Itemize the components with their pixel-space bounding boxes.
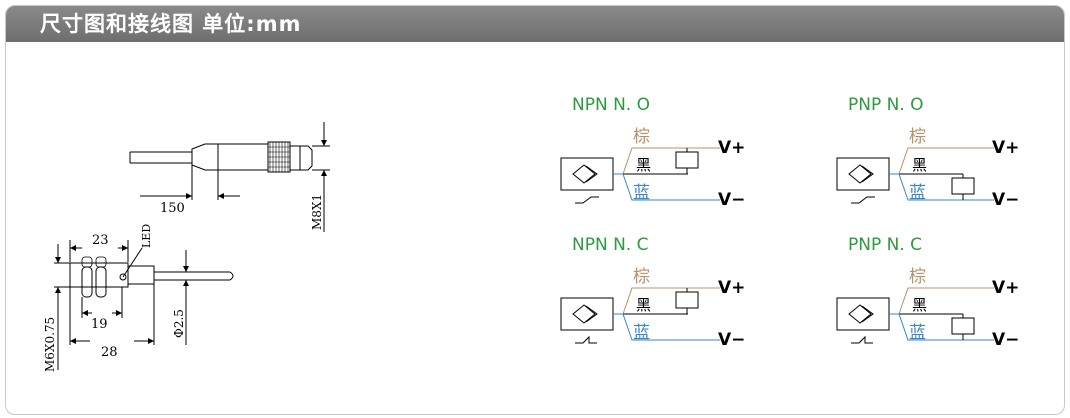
blue-label: 蓝	[633, 323, 650, 343]
vplus-label: V+	[992, 278, 1019, 298]
m8-thread-label: M8X1	[310, 194, 324, 230]
blue-label: 蓝	[909, 183, 926, 203]
top-length-label: 150	[160, 201, 185, 216]
load-symbol	[951, 317, 975, 335]
brown-wire	[613, 287, 720, 315]
vminus-label: V−	[992, 190, 1019, 210]
vplus-label: V+	[992, 138, 1019, 158]
blue-wire	[613, 173, 720, 201]
wiring-pnp-nc: PNP N. C 棕 黑 蓝 V+ V−	[836, 235, 1019, 350]
top-connector-view	[129, 122, 330, 232]
black-label: 黑	[636, 156, 651, 174]
blue-wire	[889, 173, 994, 201]
len-23-label: 23	[92, 233, 109, 248]
wiring-npn-no: NPN N. O 棕 黑 蓝 V+ V−	[560, 95, 745, 210]
load-symbol	[675, 291, 699, 309]
vplus-label: V+	[718, 278, 745, 298]
sensor-symbol	[560, 157, 614, 191]
cable-diameter-label: Φ2.5	[172, 309, 186, 338]
npn-no-title: NPN N. O	[572, 95, 650, 115]
vminus-label: V−	[718, 190, 745, 210]
dimension-drawing: 150 M8X1	[43, 122, 330, 372]
black-label: 黑	[912, 156, 927, 174]
brown-wire	[613, 147, 720, 175]
content-panel: 尺寸图和接线图 单位:mm	[5, 5, 1065, 415]
led-label: LED	[140, 224, 153, 248]
section-title: 尺寸图和接线图 单位:mm	[40, 12, 302, 36]
sensor-symbol	[836, 157, 890, 191]
brown-wire	[889, 287, 994, 315]
len-28-label: 28	[101, 345, 118, 360]
load-symbol	[951, 177, 975, 195]
wiring-pnp-no: PNP N. O 棕 黑 蓝 V+ V−	[836, 95, 1019, 210]
brown-label: 棕	[633, 267, 650, 287]
brown-wire	[889, 147, 994, 175]
section-header: 尺寸图和接线图 单位:mm	[6, 6, 1064, 42]
pnp-no-title: PNP N. O	[848, 95, 924, 115]
black-label: 黑	[912, 296, 927, 314]
brown-label: 棕	[633, 127, 650, 147]
brown-label: 棕	[909, 127, 926, 147]
blue-label: 蓝	[909, 323, 926, 343]
blue-wire	[889, 313, 994, 341]
sensor-body-view	[54, 240, 234, 370]
npn-nc-title: NPN N. C	[572, 235, 648, 255]
blue-label: 蓝	[633, 183, 650, 203]
pnp-nc-title: PNP N. C	[848, 235, 922, 255]
m6-thread-label: M6X0.75	[43, 317, 57, 372]
wiring-npn-nc: NPN N. C 棕 黑 蓝 V+ V−	[560, 235, 745, 350]
vplus-label: V+	[718, 138, 745, 158]
vminus-label: V−	[992, 330, 1019, 350]
load-symbol	[675, 151, 699, 169]
brown-label: 棕	[909, 267, 926, 287]
black-label: 黑	[636, 296, 651, 314]
vminus-label: V−	[718, 330, 745, 350]
blue-wire	[613, 313, 720, 341]
sensor-symbol	[836, 297, 890, 331]
sensor-symbol	[560, 297, 614, 331]
len-19-label: 19	[91, 317, 108, 332]
